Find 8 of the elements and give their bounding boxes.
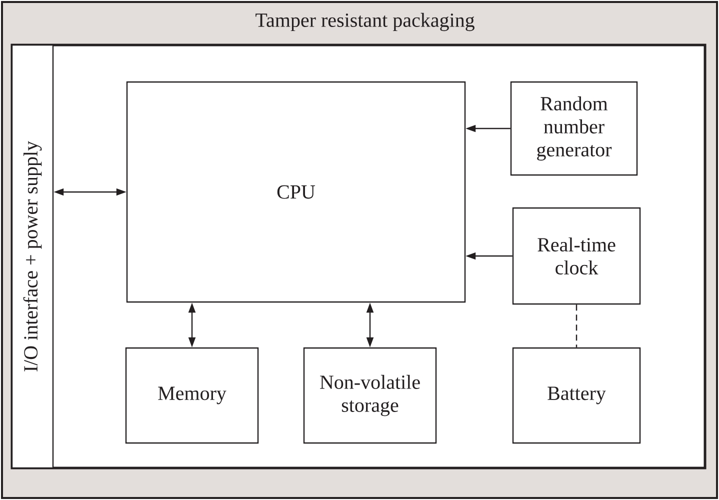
component-box: Battery: [512, 347, 641, 444]
dashed-line: [576, 304, 578, 348]
component-box: Random number generator: [510, 81, 638, 176]
interface-band: I/O interface + power supply: [11, 44, 54, 469]
component-box: Memory: [125, 347, 259, 444]
component-box: Non-volatile storage: [303, 347, 437, 444]
cpu-box: CPU: [126, 81, 466, 303]
component-box: Real-time clock: [512, 207, 641, 305]
